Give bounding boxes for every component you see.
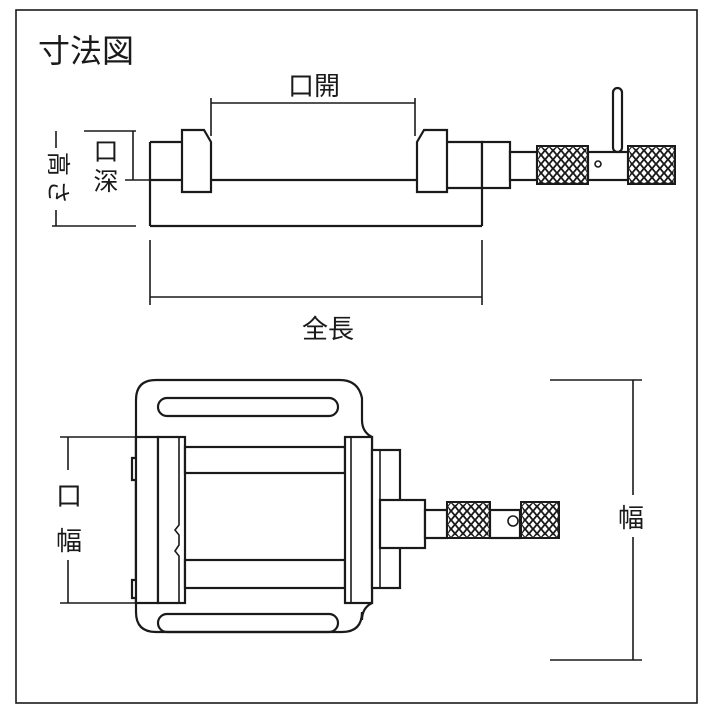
mounting-slot-top (156, 396, 340, 418)
knurled-grip-left (536, 145, 589, 185)
overall-length-label: 全長 (302, 315, 354, 345)
jaw-width-label-2: 幅 (56, 527, 82, 557)
fixed-jaw-top (156, 435, 187, 605)
knurled-grip-right (627, 145, 676, 185)
handle-hole-top (507, 515, 519, 527)
knurled-grip-top-right (520, 501, 560, 539)
handle-hole (594, 160, 602, 168)
jaw-opening-label: 口開 (288, 72, 340, 102)
height-label-2: さ (44, 180, 72, 204)
knurled-grip-top-left (446, 501, 491, 539)
frame-border (15, 9, 698, 704)
mounting-slot-bottom (156, 612, 340, 634)
fixed-jaw (180, 128, 213, 194)
top-view: 口 幅 幅 (52, 378, 651, 661)
jaw-depth-label-2: 深 (93, 167, 118, 196)
base-plate (134, 378, 374, 634)
screw-block (378, 498, 427, 550)
screw-shaft-top (423, 508, 449, 540)
screw-housing (480, 140, 512, 190)
jaw-width-label-1: 口 (56, 482, 82, 512)
moving-jaw-top (343, 435, 374, 605)
moving-jaw (415, 128, 449, 194)
guide-rail-top (183, 445, 347, 475)
screw-shaft (508, 150, 539, 182)
handle-rod (586, 150, 630, 182)
height-label-1: 高 (44, 152, 72, 176)
handle-rod-top (488, 508, 522, 540)
guide-rail-bottom (183, 558, 347, 590)
jaw-depth-label-1: 口 (93, 137, 118, 166)
width-label: 幅 (618, 504, 644, 534)
diagram-title: 寸法図 (38, 32, 134, 70)
side-view: 口開 口 深 高 さ 全長 (44, 72, 676, 345)
handle-pin (611, 86, 624, 154)
